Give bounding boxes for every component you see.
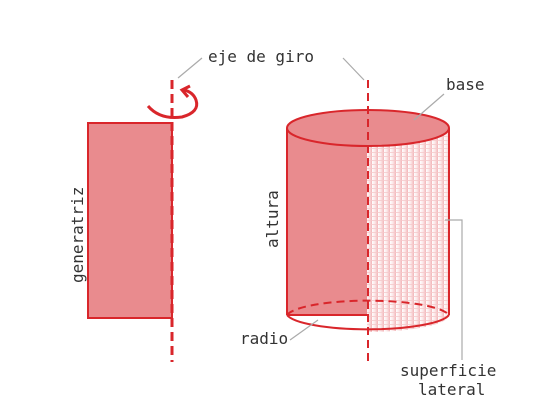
top-base [286, 109, 450, 147]
lateral-leader [445, 219, 463, 360]
axis-leader-left [177, 57, 203, 79]
axis-leader-right [342, 57, 365, 81]
bottom-back-edge [286, 299, 450, 316]
axis-label: eje de giro [208, 47, 314, 66]
base-label: base [446, 75, 485, 94]
generatrix-rectangle [87, 122, 173, 319]
lateral-label-line1: superficie [400, 361, 496, 380]
lateral-label-line2: lateral [418, 380, 485, 399]
cylinder-section [287, 128, 367, 315]
lateral-surface [367, 128, 449, 332]
radius-label: radio [240, 329, 288, 348]
curved-rotation-arrow-icon [146, 84, 199, 119]
radius-leader [289, 319, 319, 341]
generatrix-label: generatriz [68, 187, 87, 283]
height-label: altura [263, 190, 282, 248]
base-leader [413, 93, 445, 121]
